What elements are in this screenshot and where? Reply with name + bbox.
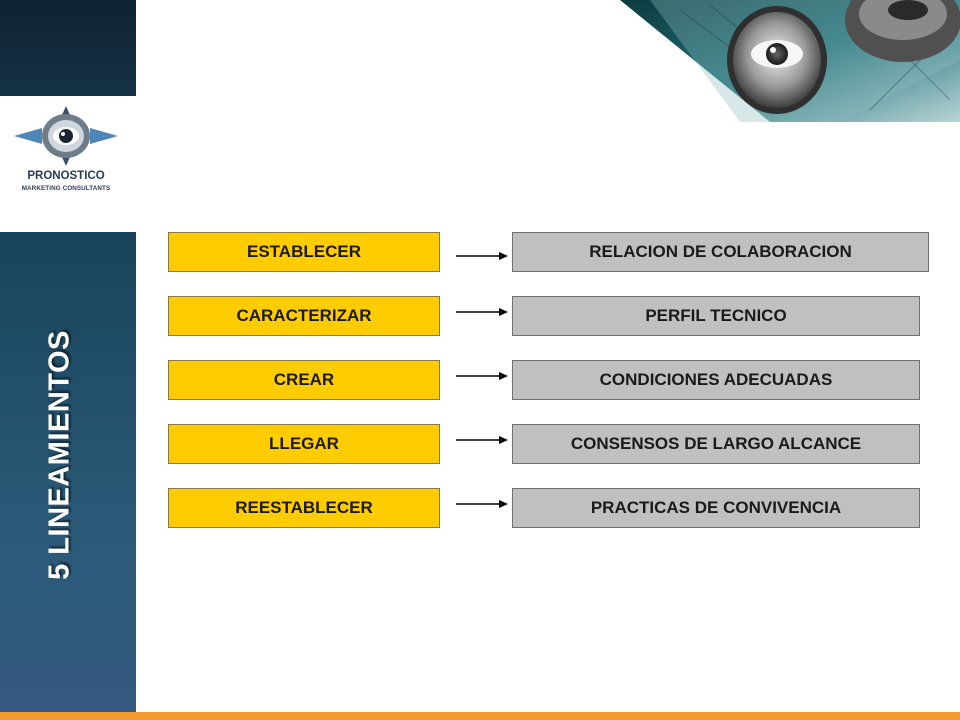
object-box-condiciones-adecuadas: CONDICIONES ADECUADAS (512, 360, 920, 400)
logo-name: PRONOSTICO (27, 170, 105, 182)
verb-box-reestablecer: REESTABLECER (168, 488, 440, 528)
object-box-consensos-de-largo-alcance: CONSENSOS DE LARGO ALCANCE (512, 424, 920, 464)
verb-box-crear: CREAR (168, 360, 440, 400)
verb-box-caracterizar: CARACTERIZAR (168, 296, 440, 336)
arrow-right-icon (456, 372, 508, 380)
arrow-right-icon (456, 308, 508, 316)
eye-banner-image (620, 0, 960, 122)
logo-tagline: MARKETING CONSULTANTS (21, 185, 111, 192)
verb-box-llegar: LLEGAR (168, 424, 440, 464)
company-logo: PRONOSTICO MARKETING CONSULTANTS (8, 104, 124, 204)
sidebar-top-block (0, 0, 136, 96)
verb-box-establecer: ESTABLECER (168, 232, 440, 272)
arrow-right-icon (456, 500, 508, 508)
object-box-relacion-de-colaboracion: RELACION DE COLABORACION (512, 232, 929, 272)
sidebar-main-panel (0, 232, 136, 712)
object-box-practicas-de-convivencia: PRACTICAS DE CONVIVENCIA (512, 488, 920, 528)
object-box-perfil-tecnico: PERFIL TECNICO (512, 296, 920, 336)
section-title: 5 LINEAMIENTOS (43, 330, 76, 580)
arrow-right-icon (456, 252, 508, 260)
eye-emblem-icon (14, 106, 118, 166)
arrow-right-icon (456, 436, 508, 444)
bottom-accent-bar (0, 712, 960, 720)
